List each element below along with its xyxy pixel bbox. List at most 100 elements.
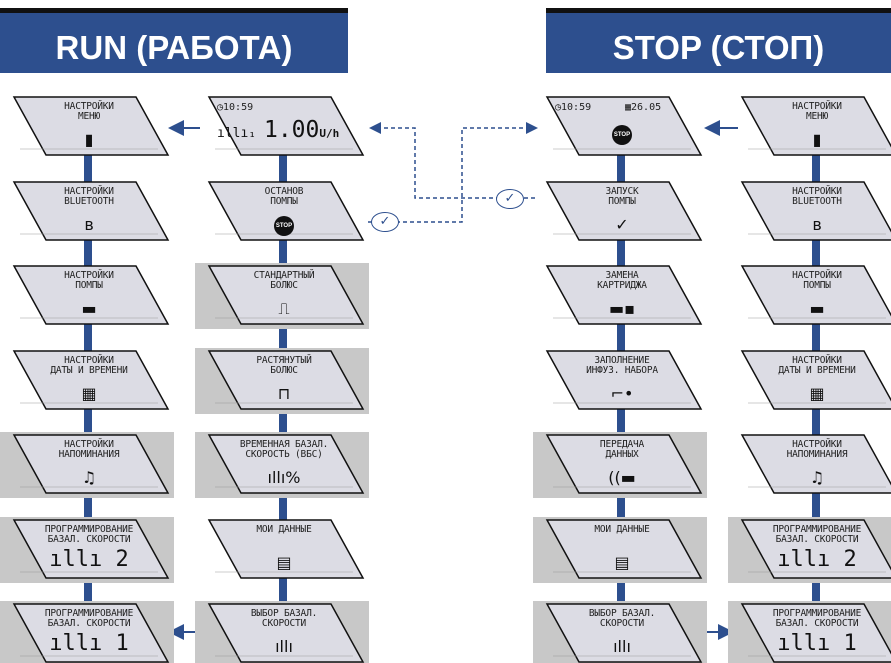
screen-frame bbox=[207, 434, 365, 494]
menu-screen-label: ПРОГРАММИРОВАНИЕ БАЗАЛ. СКОРОСТИ bbox=[44, 608, 134, 629]
menu-screen[interactable]: НАСТРОЙКИ НАПОМИНАНИЯ ♫ bbox=[736, 433, 891, 497]
screen-frame bbox=[12, 350, 170, 410]
menu-icon: STOP bbox=[274, 213, 294, 236]
menu-screen[interactable]: ЗАМЕНА КАРТРИДЖА ▬▪ bbox=[541, 264, 703, 328]
menu-screen[interactable]: НАСТРОЙКИ МЕНЮ▮ bbox=[8, 95, 170, 159]
menu-screen[interactable]: НАСТРОЙКИ ДАТЫ И ВРЕМЕНИ▦ bbox=[736, 349, 891, 413]
menu-icon: ▬▪ bbox=[609, 299, 635, 318]
menu-screen-label: НАСТРОЙКИ BLUETOOTH bbox=[792, 186, 842, 207]
menu-screen-label: ЗАПУСК ПОМПЫ bbox=[605, 186, 639, 207]
menu-screen[interactable]: СТАНДАРТНЫЙ БОЛЮС ⎍ bbox=[203, 264, 365, 328]
menu-icon: ✓ bbox=[615, 215, 629, 234]
menu-screen[interactable]: ПЕРЕДАЧА ДАННЫХ ((▬ bbox=[541, 433, 703, 497]
menu-screen-label: НАСТРОЙКИ НАПОМИНАНИЯ bbox=[58, 439, 120, 460]
screen-frame bbox=[207, 519, 365, 579]
menu-screen[interactable]: ЗАПОЛНЕНИЕ ИНФУЗ. НАБОРА⌐• bbox=[541, 349, 703, 413]
menu-icon: ▮ bbox=[812, 130, 822, 149]
menu-screen-label: ПЕРЕДАЧА ДАННЫХ bbox=[599, 439, 645, 460]
menu-screen[interactable]: РАСТЯНУТЫЙ БОЛЮС⊓ bbox=[203, 349, 365, 413]
screen-frame bbox=[740, 96, 891, 156]
menu-icon: ıllı 2 bbox=[49, 547, 129, 572]
home-time: ◷10:59 bbox=[555, 102, 592, 113]
check-icon: ✓ bbox=[371, 212, 399, 232]
screen-frame bbox=[545, 434, 703, 494]
screen-frame bbox=[545, 265, 703, 325]
menu-icon: ıllı 1 bbox=[49, 631, 129, 656]
menu-screen-label: ВЫБОР БАЗАЛ. СКОРОСТИ bbox=[588, 608, 656, 629]
menu-screen[interactable]: НАСТРОЙКИ ДАТЫ И ВРЕМЕНИ▦ bbox=[8, 349, 170, 413]
screen-frame bbox=[740, 434, 891, 494]
menu-icon: ▬ bbox=[81, 299, 97, 318]
menu-screen[interactable]: НАСТРОЙКИ МЕНЮ ▮ bbox=[736, 95, 891, 159]
menu-screen[interactable]: МОИ ДАННЫЕ▤ bbox=[541, 518, 703, 582]
menu-screen-label: ПРОГРАММИРОВАНИЕ БАЗАЛ. СКОРОСТИ bbox=[44, 524, 134, 545]
menu-screen-label: МОИ ДАННЫЕ bbox=[256, 524, 312, 535]
menu-icon: ⎍ bbox=[278, 299, 290, 318]
menu-screen-label: НАСТРОЙКИ ПОМПЫ bbox=[792, 270, 842, 291]
menu-icon: ıllı 1 bbox=[777, 631, 857, 656]
menu-screen-label: ПРОГРАММИРОВАНИЕ БАЗАЛ. СКОРОСТИ bbox=[772, 608, 862, 629]
check-icon: ✓ bbox=[496, 189, 524, 209]
screen-frame bbox=[12, 519, 170, 579]
menu-icon: ıllı bbox=[275, 637, 293, 656]
menu-icon: ((▬ bbox=[608, 468, 636, 487]
menu-screen-label: НАСТРОЙКИ ПОМПЫ bbox=[64, 270, 114, 291]
menu-screen-label: СТАНДАРТНЫЙ БОЛЮС bbox=[253, 270, 315, 291]
menu-screen[interactable]: НАСТРОЙКИ BLUETOOTH ʙ bbox=[736, 180, 891, 244]
menu-screen[interactable]: ОСТАНОВ ПОМПЫ STOP bbox=[203, 180, 365, 244]
screen-frame bbox=[740, 350, 891, 410]
menu-screen-label: ВЫБОР БАЗАЛ. СКОРОСТИ bbox=[250, 608, 318, 629]
screen-frame bbox=[740, 181, 891, 241]
run-header: RUN (РАБОТА) bbox=[0, 8, 348, 73]
menu-screen-label: НАСТРОЙКИ МЕНЮ bbox=[792, 101, 842, 122]
screen-frame bbox=[207, 350, 365, 410]
screen-frame bbox=[12, 181, 170, 241]
menu-screen[interactable]: НАСТРОЙКИ BLUETOOTH ʙ bbox=[8, 180, 170, 244]
menu-icon: ıllı 2 bbox=[777, 547, 857, 572]
screen-frame bbox=[545, 603, 703, 663]
screen-frame bbox=[545, 181, 703, 241]
menu-screen-label: НАСТРОЙКИ ДАТЫ И ВРЕМЕНИ bbox=[778, 355, 856, 376]
menu-icon: ʙ bbox=[84, 215, 94, 234]
menu-screen-label: ЗАМЕНА КАРТРИДЖА bbox=[597, 270, 647, 291]
menu-screen-label: НАСТРОЙКИ ДАТЫ И ВРЕМЕНИ bbox=[50, 355, 128, 376]
menu-screen[interactable]: НАСТРОЙКИ ПОМПЫ ▬ bbox=[8, 264, 170, 328]
home-basal-rate: ıllı₁ 1.00U/h bbox=[217, 117, 339, 143]
screen-frame bbox=[12, 603, 170, 663]
dash-stop-to-run bbox=[369, 122, 535, 199]
menu-screen[interactable]: ВРЕМЕННАЯ БАЗАЛ. СКОРОСТЬ (ВБС)ıllı% bbox=[203, 433, 365, 497]
menu-screen[interactable]: ВЫБОР БАЗАЛ. СКОРОСТИ ıllı bbox=[203, 602, 365, 663]
menu-icon: ʙ bbox=[812, 215, 822, 234]
menu-screen-label: НАСТРОЙКИ НАПОМИНАНИЯ bbox=[786, 439, 848, 460]
menu-screen[interactable]: ЗАПУСК ПОМПЫ ✓ bbox=[541, 180, 703, 244]
menu-icon: ⌐• bbox=[610, 384, 634, 403]
screen-frame bbox=[740, 603, 891, 663]
menu-icon: ▬ bbox=[809, 299, 825, 318]
screen-frame bbox=[740, 265, 891, 325]
screen-frame bbox=[740, 519, 891, 579]
screen-frame bbox=[207, 96, 365, 156]
menu-icon: ♫ bbox=[809, 468, 825, 487]
menu-screen[interactable]: НАСТРОЙКИ НАПОМИНАНИЯ ♫ bbox=[8, 433, 170, 497]
menu-screen-label: ВРЕМЕННАЯ БАЗАЛ. СКОРОСТЬ (ВБС) bbox=[239, 439, 329, 460]
basal-unit: U/h bbox=[319, 127, 340, 140]
basal-icon: ıllı₁ bbox=[217, 126, 264, 141]
screen-frame bbox=[207, 265, 365, 325]
menu-screen[interactable]: НАСТРОЙКИ ПОМПЫ ▬ bbox=[736, 264, 891, 328]
menu-screen-label: НАСТРОЙКИ МЕНЮ bbox=[64, 101, 114, 122]
menu-screen-label: НАСТРОЙКИ BLUETOOTH bbox=[64, 186, 114, 207]
menu-screen-label: ОСТАНОВ ПОМПЫ bbox=[264, 186, 304, 207]
menu-screen[interactable]: МОИ ДАННЫЕ▤ bbox=[203, 518, 365, 582]
screen-frame bbox=[207, 603, 365, 663]
menu-icon: ▤ bbox=[614, 553, 630, 572]
menu-icon: ⊓ bbox=[277, 384, 291, 403]
menu-icon: ♫ bbox=[81, 468, 97, 487]
